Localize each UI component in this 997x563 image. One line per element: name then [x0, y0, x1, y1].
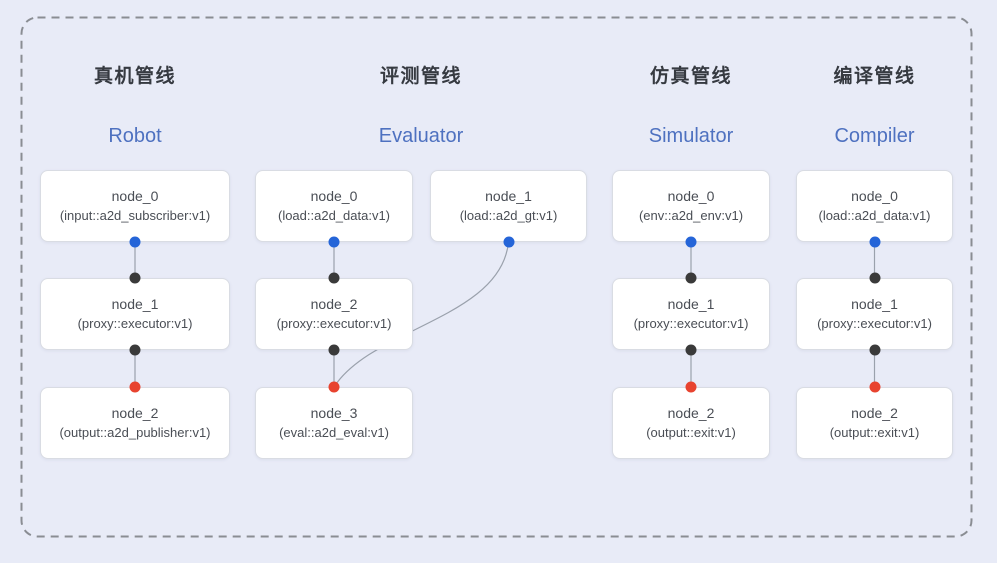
node-box-compiler-node0: node_0 (load::a2d_data:v1): [796, 170, 953, 242]
node-box-simulator-node0: node_0 (env::a2d_env:v1): [612, 170, 770, 242]
node-name: node_1: [667, 296, 715, 312]
node-box-evaluator-node2: node_2 (proxy::executor:v1): [255, 278, 413, 350]
node-desc: (load::a2d_data:v1): [818, 208, 931, 223]
input-port-red-dot: [869, 381, 880, 393]
input-port-black-dot: [129, 272, 141, 284]
input-port-red-dot: [685, 381, 697, 393]
node-desc: (proxy::executor:v1): [77, 316, 193, 331]
pipeline-title-cn-robot: 真机管线: [93, 66, 176, 87]
input-port-red-dot: [129, 381, 141, 393]
node-desc: (eval::a2d_eval:v1): [279, 425, 389, 440]
pipeline-title-cn-simulator: 仿真管线: [649, 66, 732, 87]
node-name: node_2: [851, 405, 898, 421]
node-name: node_2: [667, 405, 715, 421]
node-desc: (load::a2d_data:v1): [277, 208, 391, 223]
node-desc: (load::a2d_gt:v1): [459, 208, 558, 223]
node-name: node_2: [310, 296, 358, 312]
node-box-evaluator-node1: node_1 (load::a2d_gt:v1): [430, 170, 587, 242]
output-port-black-dot: [685, 344, 697, 356]
node-desc: (input::a2d_subscriber:v1): [59, 208, 211, 223]
pipeline-title-cn-evaluator: 评测管线: [379, 66, 462, 87]
node-desc: (proxy::executor:v1): [633, 316, 749, 331]
node-name: node_1: [485, 188, 532, 204]
pipeline-title-en-evaluator: Evaluator: [378, 125, 464, 147]
output-port-blue-dot: [328, 236, 340, 248]
node-box-evaluator-node0: node_0 (load::a2d_data:v1): [255, 170, 413, 242]
node-name: node_0: [851, 188, 898, 204]
output-port-blue-dot: [869, 236, 880, 248]
node-desc: (proxy::executor:v1): [276, 316, 392, 331]
node-desc: (output::a2d_publisher:v1): [59, 425, 211, 440]
node-name: node_0: [310, 188, 358, 204]
output-port-blue-dot: [129, 236, 141, 248]
node-name: node_2: [111, 405, 159, 421]
node-name: node_3: [310, 405, 358, 421]
node-box-compiler-node1: node_1 (proxy::executor:v1): [796, 278, 953, 350]
node-desc: (env::a2d_env:v1): [638, 208, 744, 223]
output-port-black-dot: [129, 344, 141, 356]
input-port-black-dot: [685, 272, 697, 284]
edge-evaluator-n1-n3-curve: [333, 241, 510, 388]
node-name: node_1: [851, 296, 898, 312]
output-port-black-dot: [328, 344, 340, 356]
node-box-robot-node0: node_0 (input::a2d_subscriber:v1): [40, 170, 230, 242]
pipeline-title-en-compiler: Compiler: [834, 125, 915, 147]
node-name: node_0: [667, 188, 715, 204]
node-name: node_0: [111, 188, 159, 204]
node-name: node_1: [111, 296, 159, 312]
node-box-simulator-node2: node_2 (output::exit:v1): [612, 387, 770, 459]
node-box-simulator-node1: node_1 (proxy::executor:v1): [612, 278, 770, 350]
pipeline-title-en-robot: Robot: [108, 125, 162, 147]
node-box-evaluator-node3: node_3 (eval::a2d_eval:v1): [255, 387, 413, 459]
node-desc: (output::exit:v1): [829, 425, 920, 440]
output-port-blue-dot: [685, 236, 697, 248]
pipeline-title-en-simulator: Simulator: [648, 125, 734, 147]
pipeline-title-cn-compiler: 编译管线: [833, 66, 916, 87]
input-port-red-dot: [328, 381, 340, 393]
input-port-black-dot: [869, 272, 880, 284]
output-port-blue-dot: [503, 236, 514, 248]
input-port-black-dot: [328, 272, 340, 284]
output-port-black-dot: [869, 344, 880, 356]
node-box-compiler-node2: node_2 (output::exit:v1): [796, 387, 953, 459]
node-desc: (output::exit:v1): [646, 425, 736, 440]
node-box-robot-node1: node_1 (proxy::executor:v1): [40, 278, 230, 350]
node-desc: (proxy::executor:v1): [817, 316, 932, 331]
node-box-robot-node2: node_2 (output::a2d_publisher:v1): [40, 387, 230, 459]
